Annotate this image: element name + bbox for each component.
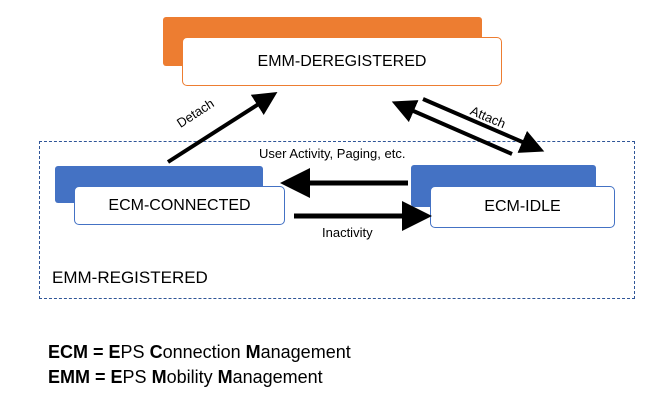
ecm-connected-state[interactable]: ECM-CONNECTED <box>74 186 285 225</box>
emm-deregistered-state[interactable]: EMM-DEREGISTERED <box>182 37 502 86</box>
attach-arrow-down <box>422 97 545 153</box>
to-connected-label: User Activity, Paging, etc. <box>259 146 406 161</box>
legend-emm: EMM = EPS Mobility Management <box>48 367 323 387</box>
detach-arrow <box>166 91 278 164</box>
attach-arrow-up <box>391 100 513 156</box>
emm-registered-region <box>39 141 635 299</box>
ecm-idle-label: ECM-IDLE <box>484 198 561 215</box>
legend: ECM = EPS Connection Management EMM = EP… <box>48 340 351 390</box>
to-idle-label: Inactivity <box>322 225 373 240</box>
legend-ecm: ECM = EPS Connection Management <box>48 342 351 362</box>
ecm-connected-label: ECM-CONNECTED <box>108 196 251 214</box>
ecm-idle-state[interactable]: ECM-IDLE <box>430 186 615 228</box>
emm-registered-label: EMM-REGISTERED <box>52 268 208 287</box>
emm-deregistered-label: EMM-DEREGISTERED <box>257 52 427 70</box>
